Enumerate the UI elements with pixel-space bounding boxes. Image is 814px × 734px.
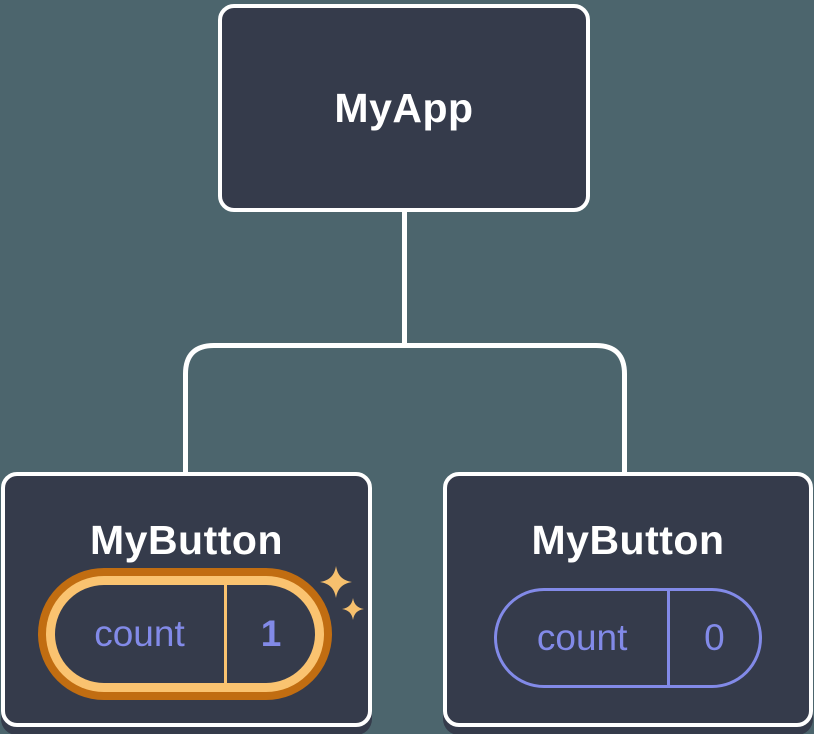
pill-divider: [224, 585, 227, 683]
state-value: 0: [704, 617, 725, 658]
state-pill-highlight-ring: count 1: [46, 576, 324, 692]
connector-branches: [183, 343, 627, 473]
node-myapp-label: MyApp: [334, 85, 474, 131]
node-myapp: MyApp: [218, 4, 590, 212]
state-pill-body: count 1: [55, 585, 315, 683]
state-name-label: count: [94, 613, 185, 654]
node-mybutton-idle-label: MyButton: [531, 517, 725, 563]
sparkles-icon: [320, 566, 364, 620]
state-name-label: count: [536, 617, 628, 658]
node-mybutton-idle: MyButton count 0: [443, 472, 813, 727]
state-pill-highlighted: count 1: [38, 568, 332, 700]
state-pill-idle: count 0: [494, 588, 762, 688]
pill-divider: [667, 591, 670, 685]
sparkle-small-icon: [342, 598, 364, 620]
state-value: 1: [260, 613, 282, 654]
node-mybutton-highlighted: MyButton count 1: [1, 472, 372, 727]
sparkle-large-icon: [320, 566, 352, 598]
node-mybutton-highlighted-label: MyButton: [89, 517, 283, 563]
